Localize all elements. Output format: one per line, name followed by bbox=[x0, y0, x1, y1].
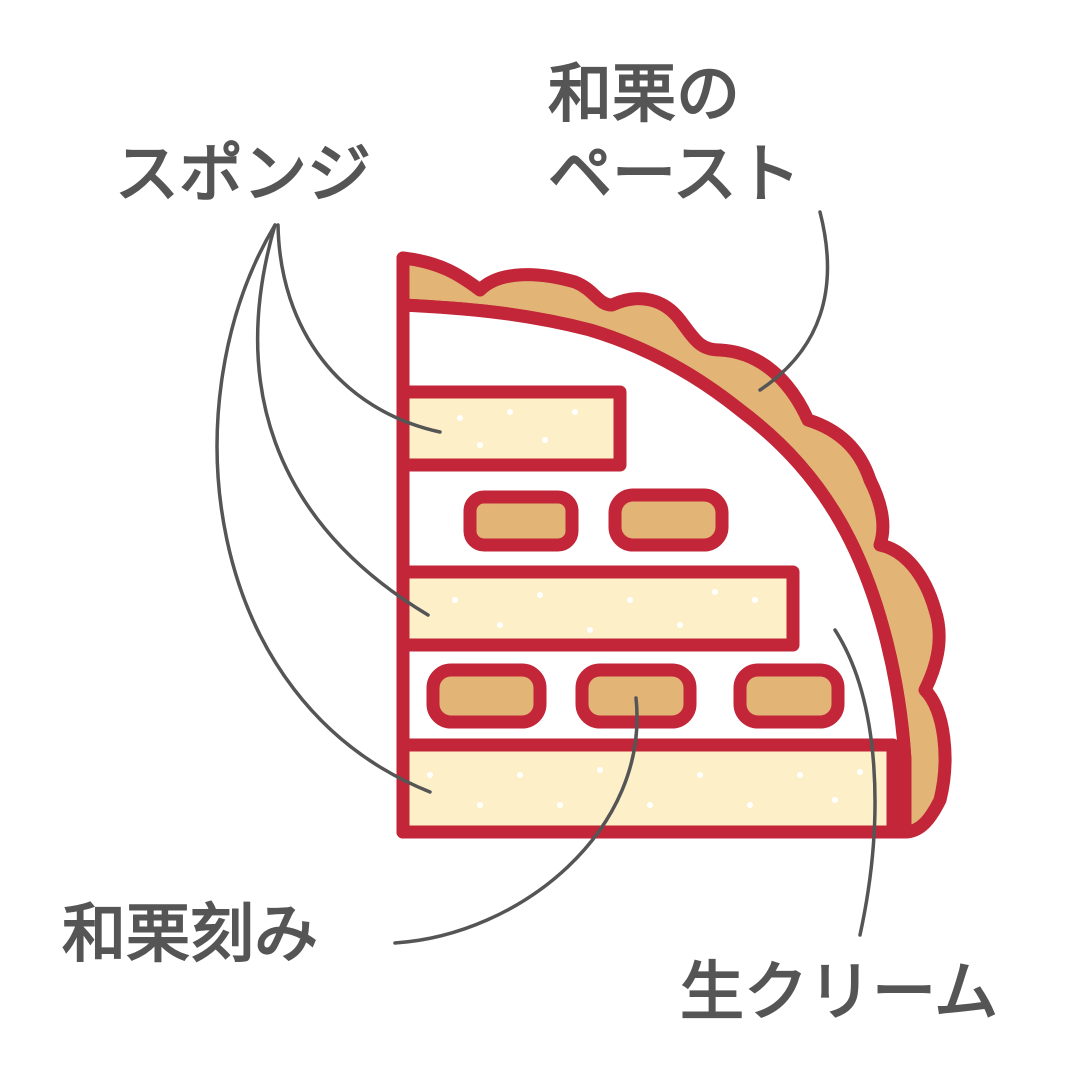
sponge-layer-top bbox=[396, 385, 627, 472]
sponge-layer-bottom bbox=[396, 738, 900, 839]
label-chestnut-paste-line1: 和栗の bbox=[548, 58, 740, 132]
leader-lines bbox=[215, 210, 877, 945]
leader-line-sponge-bottom bbox=[215, 223, 432, 794]
leader-line-chopped bbox=[393, 696, 639, 945]
chestnut-piece bbox=[426, 663, 547, 729]
chestnut-piece bbox=[733, 663, 845, 729]
sponge-layer-middle bbox=[396, 565, 800, 652]
leader-line-sponge-middle bbox=[255, 223, 430, 617]
chestnut-piece bbox=[608, 488, 729, 552]
chestnut-piece bbox=[463, 490, 579, 552]
cake-left-edge bbox=[396, 251, 912, 839]
sponge-dots bbox=[427, 409, 863, 808]
leader-line-cream bbox=[833, 628, 877, 937]
label-chopped-chestnut: 和栗刻み bbox=[62, 898, 318, 972]
label-chestnut-paste-line2: ペースト bbox=[548, 138, 801, 212]
label-sponge: スポンジ bbox=[115, 138, 371, 212]
leader-line-paste bbox=[758, 210, 830, 392]
label-fresh-cream: 生クリーム bbox=[680, 956, 999, 1030]
leader-line-sponge-top bbox=[276, 223, 442, 434]
